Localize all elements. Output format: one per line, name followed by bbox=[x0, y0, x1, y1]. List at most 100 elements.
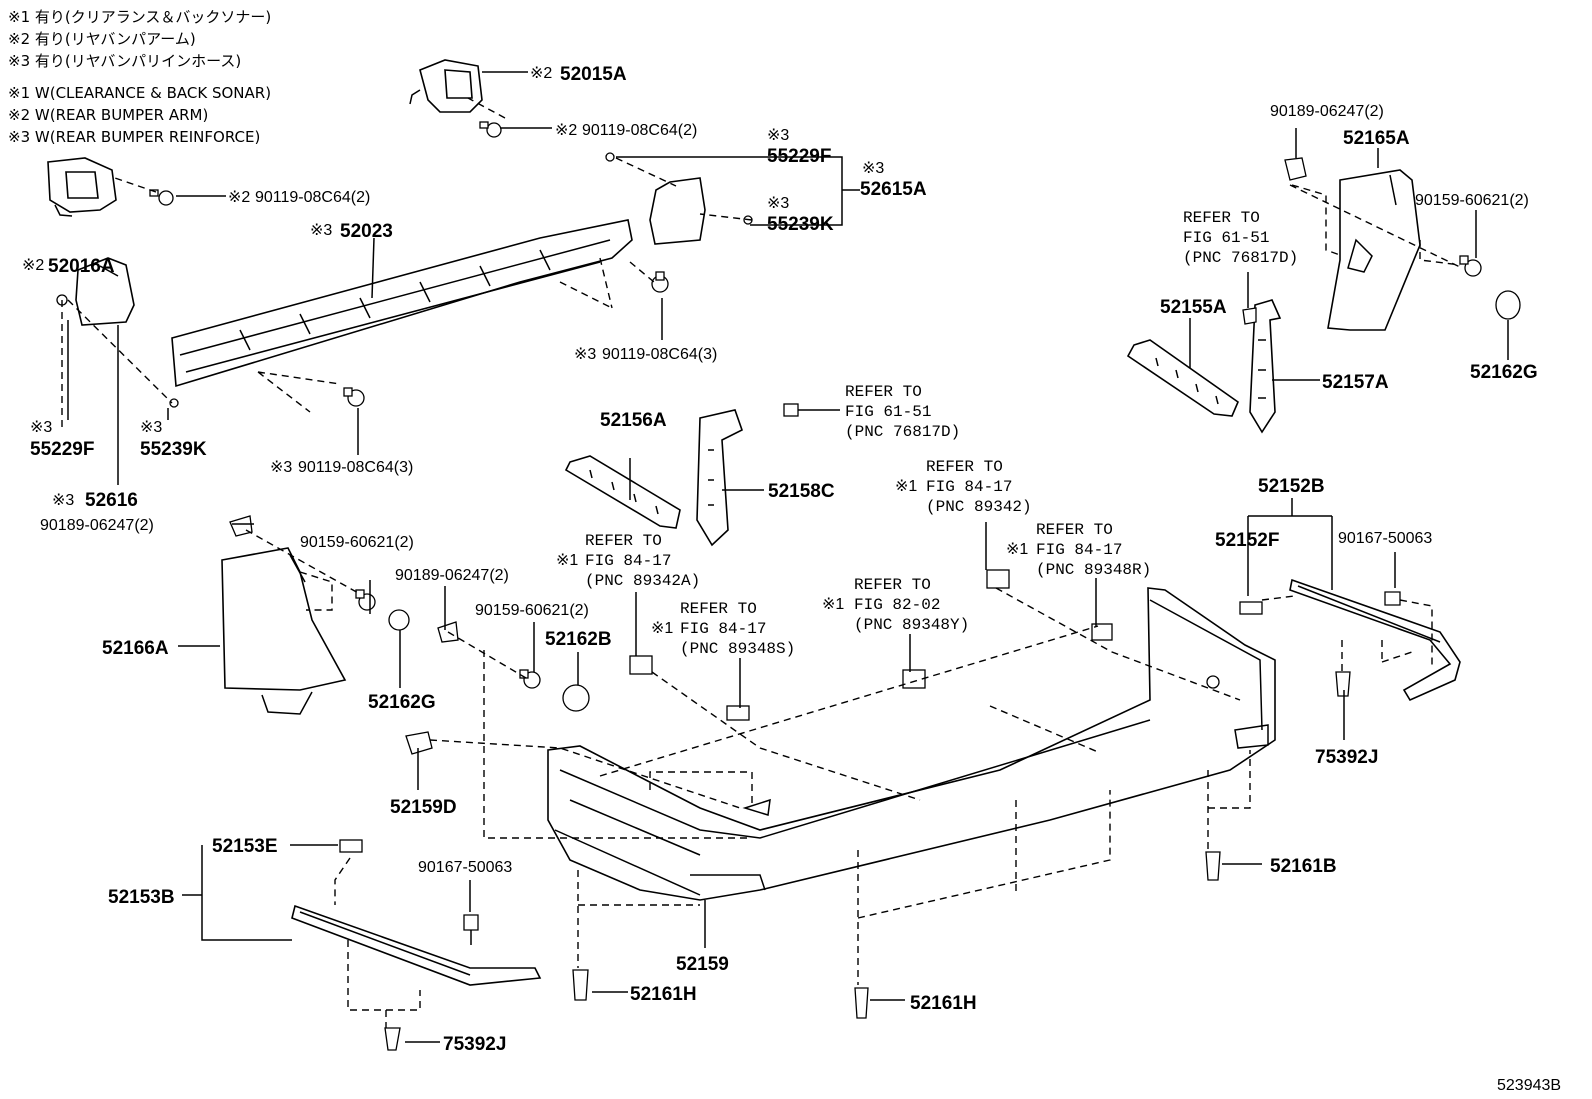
sensor-icon-c bbox=[902, 669, 926, 689]
clip-icon-g bbox=[783, 403, 799, 417]
rivet-icon-a bbox=[384, 1027, 401, 1051]
svg-text:(PNC 89348Y): (PNC 89348Y) bbox=[854, 616, 969, 634]
label-90119-08C64-2b: 90119-08C64(2) bbox=[255, 189, 370, 206]
label-55239K-top: 55239K bbox=[767, 214, 834, 235]
refer-note-6: REFER TO ※1 FIG 84-17 (PNC 89342) bbox=[895, 458, 1032, 516]
svg-text:FIG 61-51: FIG 61-51 bbox=[1183, 229, 1269, 247]
mark-r5: ※1 bbox=[822, 596, 844, 613]
mark-52016A: ※2 bbox=[22, 257, 44, 274]
cap-icon-c bbox=[1495, 290, 1521, 320]
mark-90119-a: ※2 bbox=[555, 122, 577, 139]
clip-icon-f bbox=[1239, 601, 1263, 615]
mark-55229F-top: ※3 bbox=[767, 127, 789, 144]
screw-icon-a bbox=[229, 515, 253, 537]
svg-text:REFER TO: REFER TO bbox=[1183, 209, 1260, 227]
label-75392J-right: 75392J bbox=[1315, 747, 1378, 768]
svg-text:(PNC 89348R): (PNC 89348R) bbox=[1036, 561, 1151, 579]
label-55239K-left: 55239K bbox=[140, 439, 207, 460]
bumper-cover-52159 bbox=[547, 587, 1276, 901]
mark-55239K-top: ※3 bbox=[767, 195, 789, 212]
label-55229F-left: 55229F bbox=[30, 439, 94, 460]
note-jp-1: ※1 有り(クリアランス＆バックソナー) bbox=[8, 8, 272, 26]
bolt-icon-e bbox=[355, 589, 376, 611]
label-90189-06247-right: 90189-06247(2) bbox=[1270, 103, 1384, 120]
svg-text:(PNC 76817D): (PNC 76817D) bbox=[1183, 249, 1298, 267]
label-52161H-b: 52161H bbox=[910, 993, 977, 1014]
svg-text:FIG 84-17: FIG 84-17 bbox=[926, 478, 1012, 496]
label-52158C: 52158C bbox=[768, 481, 835, 502]
bolt-icon-g bbox=[1459, 255, 1482, 277]
refer-note-1: REFER TO FIG 61-51 (PNC 76817D) bbox=[1183, 209, 1298, 267]
cap-icon-a bbox=[388, 609, 410, 631]
refer-note-4: REFER TO ※1 FIG 84-17 (PNC 89348S) bbox=[651, 600, 795, 658]
label-52162G-right: 52162G bbox=[1470, 362, 1538, 383]
label-52157A: 52157A bbox=[1322, 372, 1389, 393]
label-52165A: 52165A bbox=[1343, 128, 1410, 149]
svg-text:(PNC 89342): (PNC 89342) bbox=[926, 498, 1032, 516]
cover-52616 bbox=[75, 257, 135, 326]
bolt-icon-f bbox=[519, 669, 541, 689]
mark-52023: ※3 bbox=[310, 222, 332, 239]
corner-52166A bbox=[221, 547, 347, 715]
sensor-icon-a bbox=[629, 655, 653, 675]
garnish-52152B bbox=[1289, 578, 1461, 702]
svg-text:(PNC 76817D): (PNC 76817D) bbox=[845, 423, 960, 441]
label-90159-60621-mid: 90159-60621(2) bbox=[475, 602, 589, 619]
bracket-52158C bbox=[696, 409, 743, 547]
bolt-icon-c bbox=[651, 271, 669, 293]
mark-r4: ※1 bbox=[651, 620, 673, 637]
label-52152B: 52152B bbox=[1258, 476, 1325, 497]
mark-r3: ※1 bbox=[556, 552, 578, 569]
screw-icon-e bbox=[1284, 157, 1307, 181]
svg-text:REFER TO: REFER TO bbox=[680, 600, 757, 618]
label-55229F-top: 55229F bbox=[767, 146, 831, 167]
mark-52615A: ※3 bbox=[862, 160, 884, 177]
mark-52616: ※3 bbox=[52, 492, 74, 509]
clip-icon-d bbox=[169, 398, 179, 408]
label-52023: 52023 bbox=[340, 221, 393, 242]
label-52155A: 52155A bbox=[1160, 297, 1227, 318]
mark-55239K-left: ※3 bbox=[140, 419, 162, 436]
label-52161H-a: 52161H bbox=[630, 984, 697, 1005]
bolt-icon-d bbox=[343, 387, 365, 407]
bracket-52015A bbox=[409, 59, 483, 113]
note-jp-3: ※3 有り(リヤバンパリインホース) bbox=[8, 52, 242, 70]
label-52162G-left: 52162G bbox=[368, 692, 436, 713]
note-en-2: ※2 W(REAR BUMPER ARM) bbox=[8, 106, 209, 124]
mark-55229F-left: ※3 bbox=[30, 419, 52, 436]
mark-r7: ※1 bbox=[1006, 541, 1028, 558]
mark-r6: ※1 bbox=[895, 478, 917, 495]
label-90159-60621-left: 90159-60621(2) bbox=[300, 534, 414, 551]
fasteners bbox=[56, 121, 1521, 1051]
label-52153B: 52153B bbox=[108, 887, 175, 908]
sensor-icon-d bbox=[986, 569, 1010, 589]
rivet-icon-e bbox=[1335, 671, 1351, 697]
label-90189-06247-left: 90189-06247(2) bbox=[40, 517, 154, 534]
note-jp-2: ※2 有り(リヤバンパアーム) bbox=[8, 30, 196, 48]
rivet-icon-b bbox=[572, 969, 589, 1001]
svg-text:(PNC 89342A): (PNC 89342A) bbox=[585, 572, 700, 590]
label-90167-50063-right: 90167-50063 bbox=[1338, 530, 1432, 547]
leader-lines bbox=[67, 71, 1509, 1043]
label-90119-08C64-3b: 90119-08C64(3) bbox=[298, 459, 413, 476]
garnish-52153B bbox=[291, 904, 542, 986]
screw-icon-d bbox=[1384, 591, 1401, 606]
label-52153E: 52153E bbox=[212, 836, 278, 857]
svg-text:FIG 82-02: FIG 82-02 bbox=[854, 596, 940, 614]
refer-note-3: REFER TO ※1 FIG 84-17 (PNC 89342A) bbox=[556, 532, 700, 590]
svg-text:FIG 61-51: FIG 61-51 bbox=[845, 403, 931, 421]
sensor-icon-b bbox=[726, 705, 750, 721]
label-52156A: 52156A bbox=[600, 410, 667, 431]
label-90159-60621-right: 90159-60621(2) bbox=[1415, 192, 1529, 209]
svg-text:REFER TO: REFER TO bbox=[845, 383, 922, 401]
refer-note-7: REFER TO ※1 FIG 84-17 (PNC 89348R) bbox=[1006, 521, 1151, 579]
cap-icon-b bbox=[562, 684, 590, 712]
label-52616: 52616 bbox=[85, 490, 138, 511]
label-90189-06247-mid: 90189-06247(2) bbox=[395, 567, 509, 584]
svg-text:FIG 84-17: FIG 84-17 bbox=[1036, 541, 1122, 559]
refer-notes: REFER TO FIG 61-51 (PNC 76817D) REFER TO… bbox=[556, 209, 1298, 658]
dashed-lines bbox=[61, 97, 1463, 1028]
reinforcement-52023 bbox=[171, 219, 633, 388]
sensor-icon-e bbox=[1091, 623, 1113, 641]
refer-note-5: REFER TO ※1 FIG 82-02 (PNC 89348Y) bbox=[822, 576, 969, 634]
